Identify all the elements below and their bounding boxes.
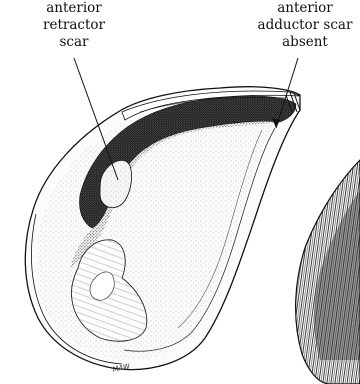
mussel-shell xyxy=(25,87,300,370)
shell-exterior-partial xyxy=(296,160,360,384)
